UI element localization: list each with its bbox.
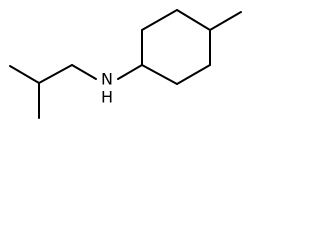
ring-bond-2	[141, 9, 178, 31]
ring-bond-6	[141, 64, 178, 85]
ring-bond-3	[176, 9, 211, 31]
nitrogen-label: N	[101, 70, 113, 89]
bond-branch-to-ch2	[38, 64, 73, 84]
chemical-structure-diagram: N H	[9, 9, 242, 119]
bond-nitrogen-to-ring	[117, 64, 143, 80]
ring-bond-5	[176, 64, 211, 85]
bond-methyl-top-to-branch	[9, 65, 40, 84]
bond-ch2-to-nitrogen	[71, 64, 97, 80]
amine-hydrogen-label: H	[101, 88, 113, 107]
bond-ring-to-methyl	[209, 11, 242, 31]
